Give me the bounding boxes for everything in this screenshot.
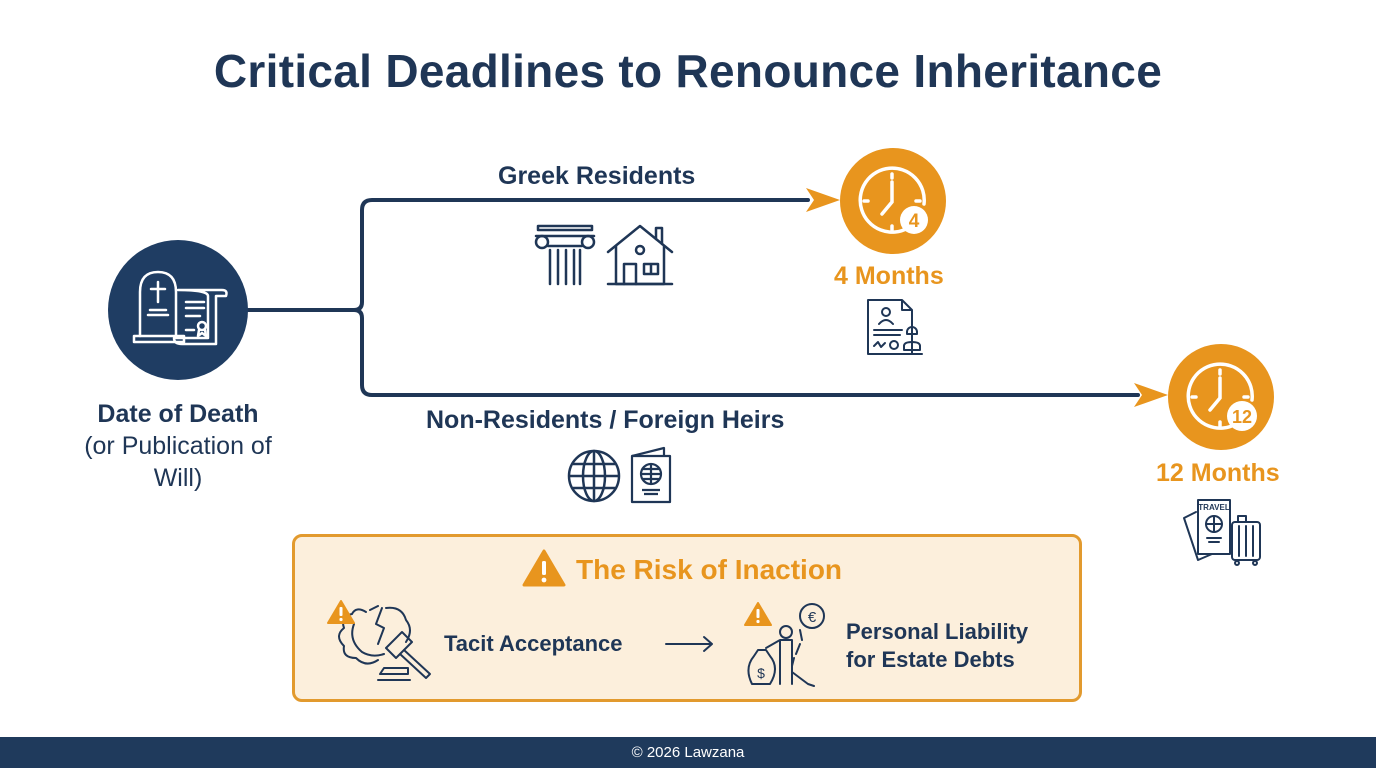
- risk-of-inaction-panel: [292, 534, 1082, 702]
- svg-text:$: $: [757, 665, 765, 681]
- deadline-label-12-months: 12 Months: [1156, 459, 1280, 487]
- branch-label-greek-residents: Greek Residents: [498, 162, 696, 190]
- deadline-clock-12-months: 12: [1168, 344, 1274, 450]
- house-icon: [606, 224, 674, 286]
- deadline-label-4-months: 4 Months: [834, 262, 944, 290]
- svg-text:TRAVEL: TRAVEL: [1198, 503, 1230, 512]
- risk-consequence-personal-liability: Personal Liability for Estate Debts: [846, 618, 1028, 674]
- warning-icon: [522, 549, 566, 587]
- clock-icon: 12: [1186, 362, 1257, 431]
- passport-icon: [630, 446, 672, 504]
- start-label: Date of Death (or Publication of Will): [60, 398, 296, 494]
- arrow-right-icon: [665, 636, 713, 652]
- travel-passport-luggage-icon: TRAVEL: [1183, 499, 1261, 566]
- branch-label-non-residents: Non-Residents / Foreign Heirs: [426, 406, 785, 434]
- footer: © 2026 Lawzana: [0, 737, 1376, 768]
- page-title: Critical Deadlines to Renounce Inheritan…: [213, 45, 1163, 97]
- risk-title: The Risk of Inaction: [576, 554, 843, 585]
- greek-column-icon: [534, 224, 596, 286]
- clock-badge-number: 4: [909, 211, 920, 232]
- chained-debtor-icon: € $: [744, 602, 825, 687]
- date-of-death-node: [108, 240, 248, 380]
- broken-gavel-icon: [327, 600, 431, 681]
- deadline-clock-4-months: 4: [840, 148, 946, 254]
- risk-cause-tacit-acceptance: Tacit Acceptance: [444, 631, 623, 656]
- start-label-bold: Date of Death: [97, 400, 259, 428]
- clock-icon: 4: [858, 166, 928, 234]
- svg-text:€: €: [808, 609, 817, 626]
- clock-badge-number: 12: [1232, 407, 1252, 427]
- tombstone-will-icon: [132, 270, 228, 346]
- footer-copyright: © 2026 Lawzana: [631, 744, 745, 761]
- globe-icon: [567, 449, 621, 503]
- certified-document-stamp-icon: [867, 299, 923, 355]
- start-label-rest: (or Publication of Will): [84, 432, 272, 492]
- risk-consequence-line1: Personal Liability: [846, 619, 1029, 644]
- risk-consequence-line2: for Estate Debts: [846, 647, 1015, 672]
